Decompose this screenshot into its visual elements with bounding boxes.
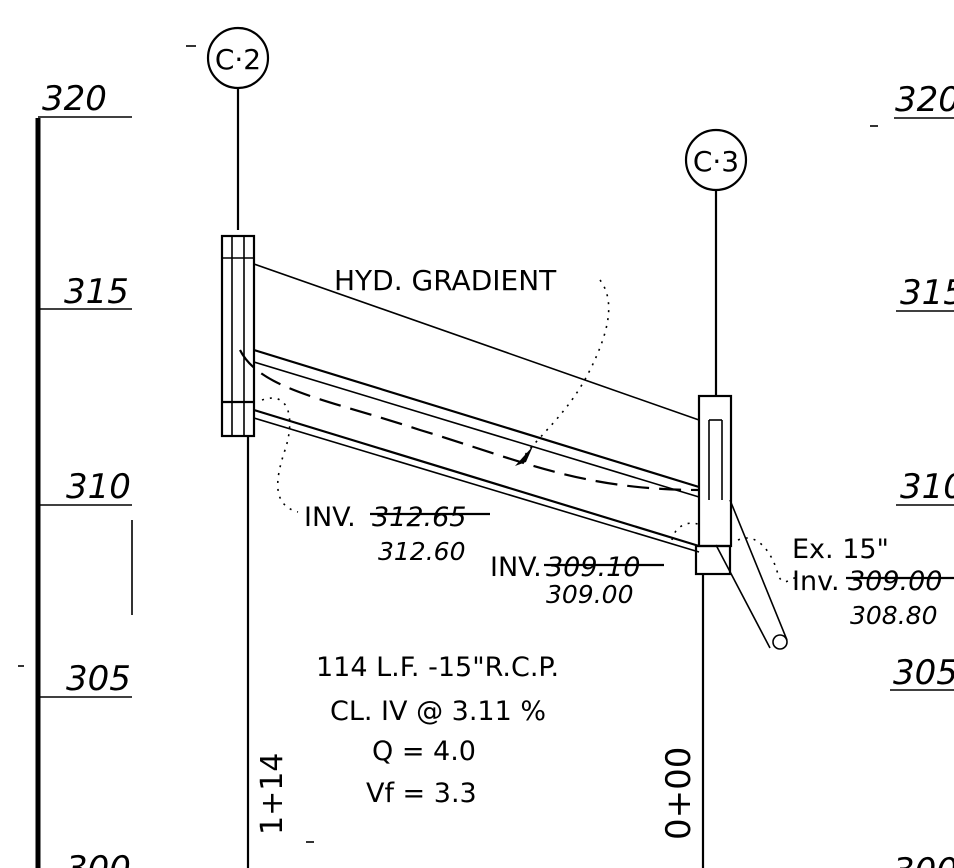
invert-c3-value: 309.00 <box>546 580 633 609</box>
invert-c3-prefix: INV. <box>490 552 542 583</box>
existing-pipe <box>715 499 801 650</box>
invert-c3-struck: 309.10 <box>546 552 640 583</box>
right-elev-305: 305 <box>893 653 954 693</box>
pipe-spec-line2: CL. IV @ 3.11 % <box>330 696 546 727</box>
left-elev-300: 300 <box>66 849 131 868</box>
station-left: 1+14 <box>255 753 290 835</box>
pipe-spec-line3: Q = 4.0 <box>372 736 476 767</box>
invert-c2-struck: 312.65 <box>372 502 466 533</box>
invert-c2-prefix: INV. <box>304 502 356 533</box>
left-elev-310: 310 <box>66 467 131 507</box>
pipe-spec: 114 L.F. -15"R.C.P. CL. IV @ 3.11 % Q = … <box>316 652 559 809</box>
structure-c3-label: C·3 <box>693 145 739 178</box>
right-elev-320: 320 <box>895 80 954 120</box>
structure-c2-label: C·2 <box>215 43 261 76</box>
structure-c2: C·2 <box>206 26 270 868</box>
invert-existing-value: 308.80 <box>850 601 937 630</box>
structure-c3: C·3 <box>684 128 748 868</box>
hyd-gradient-label: HYD. GRADIENT <box>334 264 557 297</box>
station-right: 0+00 <box>659 747 699 840</box>
right-elevation-scale: 320 315 310 305 300 <box>890 80 954 868</box>
invert-c2-value: 312.60 <box>378 537 465 566</box>
left-elev-315: 315 <box>64 272 129 312</box>
pipe-profile <box>239 263 701 553</box>
left-elevation-scale: 320 315 310 305 300 <box>35 79 133 868</box>
invert-c2: INV. 312.65 312.60 <box>304 502 490 566</box>
invert-existing-struck: 309.00 <box>848 566 942 597</box>
right-elev-315: 315 <box>900 273 954 313</box>
invert-c3: INV. 309.10 309.00 <box>490 552 664 609</box>
left-elev-305: 305 <box>66 659 131 699</box>
invert-existing: Ex. 15" Inv. 309.00 308.80 <box>792 534 954 630</box>
invert-existing-prefix: Inv. <box>792 566 840 597</box>
existing-pipe-label: Ex. 15" <box>792 534 889 565</box>
inv-c2-leader <box>261 397 299 513</box>
left-elev-320: 320 <box>42 79 107 119</box>
pipe-spec-line4: Vf = 3.3 <box>366 778 477 809</box>
right-elev-310: 310 <box>900 467 954 507</box>
right-elev-300: 300 <box>893 851 954 868</box>
inv-c3-leader <box>671 522 701 541</box>
pipe-spec-line1: 114 L.F. -15"R.C.P. <box>316 652 559 683</box>
